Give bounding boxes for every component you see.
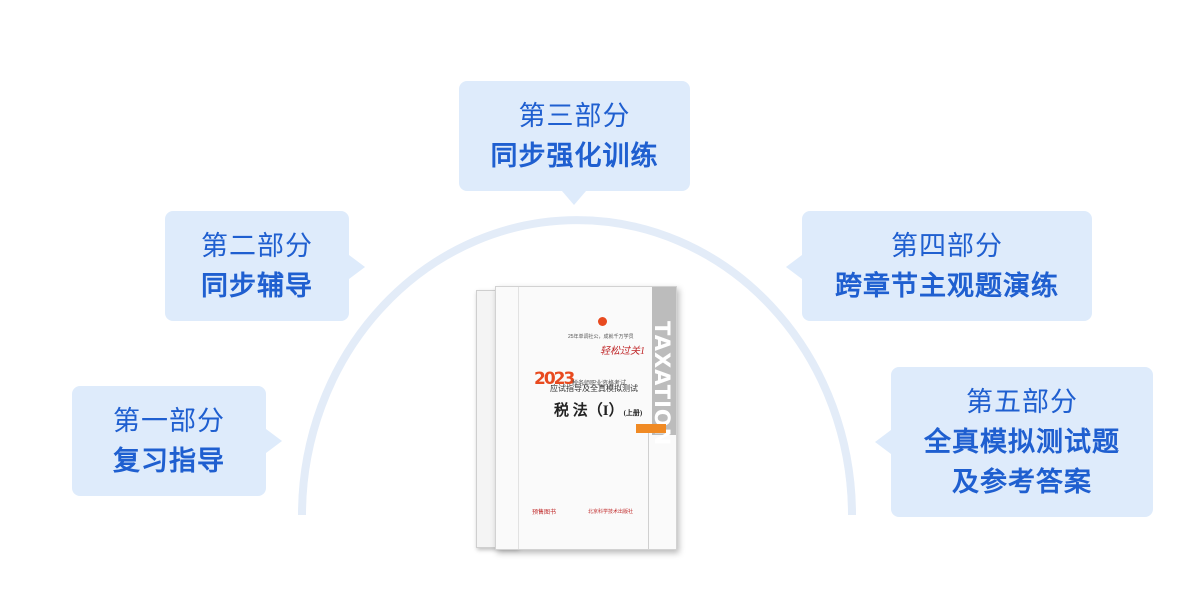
part5-label: 第五部分 (966, 387, 1078, 417)
book-cover-image: TAXATION 25年单调社公，成就千万学员 轻松过关1 2023 税务师职业… (495, 286, 677, 550)
part3-title: 同步强化训练 (490, 141, 659, 171)
book-accent-bar (636, 424, 666, 433)
part3-label: 第三部分 (518, 101, 631, 131)
part2-title: 同步辅导 (201, 271, 313, 301)
part2-label: 第二部分 (201, 231, 313, 261)
part4-bubble: 第四部分 跨章节主观题演练 (802, 211, 1092, 321)
part2-pointer (349, 255, 365, 279)
part5-title-line2: 及参考答案 (952, 467, 1092, 497)
book-publisher: 北京科学技术出版社 (588, 509, 634, 515)
book-title: 税 法（I）(上册) (554, 399, 642, 420)
book-spine (496, 287, 519, 549)
part5-title: 全真模拟测试题 (924, 427, 1120, 457)
book-grey-band (652, 287, 676, 435)
book-divider (648, 433, 649, 549)
book-presale: 预售图书 (532, 510, 557, 516)
part4-label: 第四部分 (891, 231, 1003, 261)
publisher-logo-icon (598, 317, 607, 326)
part1-bubble: 第一部分 复习指导 (72, 386, 266, 496)
book-script-title: 轻松过关1 (600, 346, 645, 357)
book-volume: (上册) (623, 409, 643, 417)
part5-pointer (875, 430, 891, 454)
part4-pointer (786, 255, 802, 279)
book-year: 2023 (534, 369, 575, 389)
part1-pointer (266, 429, 282, 453)
part3-pointer (562, 191, 586, 205)
part4-title: 跨章节主观题演练 (835, 271, 1059, 301)
part5-bubble: 第五部分 全真模拟测试题 及参考答案 (891, 367, 1153, 517)
book-title-text: 税 法（I） (554, 403, 624, 419)
part1-title: 复习指导 (113, 446, 225, 476)
book-subtitle: 应试指导及全真模拟测试 (550, 384, 638, 393)
book-exam: 税务师职业资格考试 (572, 381, 627, 387)
part2-bubble: 第二部分 同步辅导 (165, 211, 349, 321)
part3-bubble: 第三部分 同步强化训练 (459, 81, 690, 191)
part1-label: 第一部分 (113, 406, 225, 436)
book-tagline: 25年单调社公，成就千万学员 (568, 334, 634, 340)
